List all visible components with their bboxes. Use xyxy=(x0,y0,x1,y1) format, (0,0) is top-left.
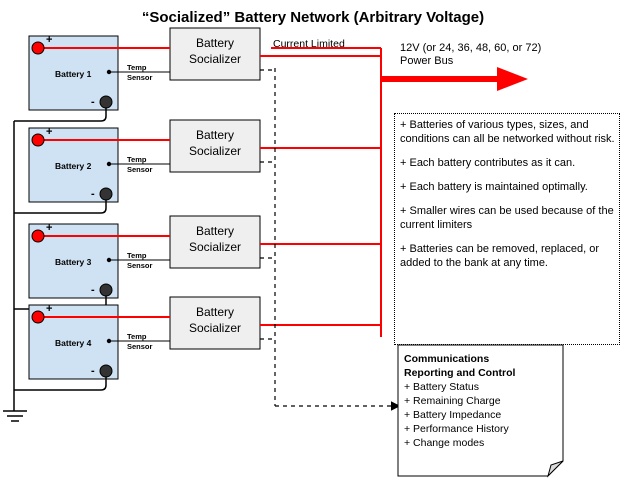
comms-item: + Change modes xyxy=(404,437,485,449)
benefit-item: + Each battery is maintained optimally. xyxy=(400,181,588,193)
minus-sign: - xyxy=(91,365,95,377)
note-fold xyxy=(547,460,564,478)
diagram-title: “Socialized” Battery Network (Arbitrary … xyxy=(142,9,484,26)
negative-wire xyxy=(14,377,107,391)
minus-sign: - xyxy=(91,96,95,108)
power-bus-label-line2: Power Bus xyxy=(400,55,454,67)
benefit-item: + Smaller wires can be used because of t… xyxy=(400,205,614,231)
benefit-item: + Batteries can be removed, replaced, or… xyxy=(400,243,600,269)
negative-terminal xyxy=(99,283,113,297)
temp-label: Temp xyxy=(127,155,147,164)
socializer-box xyxy=(169,27,261,81)
positive-terminal xyxy=(31,229,45,243)
negative-terminal xyxy=(99,364,113,378)
sensor-label: Sensor xyxy=(127,342,153,351)
benefit-item: + Each battery contributes as it can. xyxy=(400,157,576,169)
socializer-label-line1: Battery xyxy=(196,36,234,50)
benefits-list: + Batteries of various types, sizes, and… xyxy=(394,113,620,345)
negative-wire xyxy=(14,108,107,122)
socializer-box xyxy=(169,296,261,350)
socializer-label-line2: Socializer xyxy=(189,144,241,158)
plus-sign: + xyxy=(46,303,52,315)
plus-sign: + xyxy=(46,126,52,138)
negative-terminal xyxy=(99,187,113,201)
socializer-label-line2: Socializer xyxy=(189,240,241,254)
battery-label: Battery 4 xyxy=(55,338,92,348)
socializer-label-line1: Battery xyxy=(196,128,234,142)
communications-list: Communications Reporting and Control + B… xyxy=(404,352,554,450)
comms-heading-line2: Reporting and Control xyxy=(404,367,516,379)
socializer-label-line2: Socializer xyxy=(189,321,241,335)
battery-label: Battery 3 xyxy=(55,257,92,267)
battery-label: Battery 2 xyxy=(55,161,92,171)
temp-label: Temp xyxy=(127,332,147,341)
negative-wire xyxy=(14,200,107,214)
comms-item: + Battery Status xyxy=(404,381,479,393)
negative-terminal xyxy=(99,95,113,109)
comms-item: + Battery Impedance xyxy=(404,409,502,421)
socializer-box xyxy=(169,215,261,269)
socializer-label-line1: Battery xyxy=(196,305,234,319)
comms-heading-line1: Communications xyxy=(404,353,490,365)
power-bus-arrow xyxy=(381,67,528,91)
sensor-label: Sensor xyxy=(127,261,153,270)
current-limited-label: Current Limited xyxy=(273,38,345,50)
minus-sign: - xyxy=(91,188,95,200)
positive-terminal xyxy=(31,133,45,147)
socializer-box xyxy=(169,119,261,173)
socializer-label-line2: Socializer xyxy=(189,52,241,66)
sensor-label: Sensor xyxy=(127,165,153,174)
minus-sign: - xyxy=(91,284,95,296)
temp-label: Temp xyxy=(127,251,147,260)
power-bus-label-line1: 12V (or 24, 36, 48, 60, or 72) xyxy=(400,42,541,54)
socializer-label-line1: Battery xyxy=(196,224,234,238)
ground-symbol xyxy=(3,121,27,422)
comms-item: + Remaining Charge xyxy=(404,395,501,407)
positive-terminal xyxy=(31,41,45,55)
comms-item: + Performance History xyxy=(404,423,509,435)
positive-terminal xyxy=(31,310,45,324)
sensor-label: Sensor xyxy=(127,73,153,82)
battery-label: Battery 1 xyxy=(55,69,92,79)
temp-label: Temp xyxy=(127,63,147,72)
plus-sign: + xyxy=(46,34,52,46)
power-bus-wire xyxy=(271,47,382,337)
benefit-item: + Batteries of various types, sizes, and… xyxy=(400,119,615,145)
communications-line xyxy=(274,68,401,411)
plus-sign: + xyxy=(46,222,52,234)
